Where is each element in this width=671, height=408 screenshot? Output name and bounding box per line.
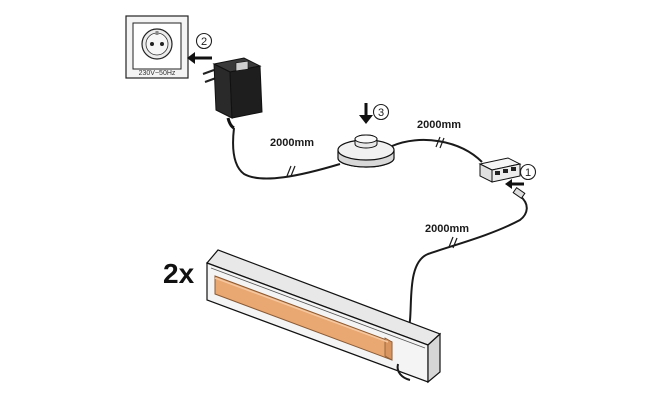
cable-break-mark	[448, 236, 458, 249]
quantity-label: 2x	[163, 258, 195, 289]
cable-adapter-to-switch	[232, 127, 341, 180]
led-profile	[205, 249, 442, 384]
cable-length-label-2: 2000mm	[417, 119, 461, 131]
distribution-connector	[478, 157, 522, 183]
wall-socket: 230V~50Hz	[125, 15, 189, 79]
cable-break-mark	[286, 165, 296, 177]
step-2-marker: 2	[187, 32, 213, 64]
step-1-number: 1	[525, 167, 531, 179]
arrow-left-icon	[505, 179, 524, 189]
arrow-down-icon	[359, 103, 373, 124]
foot-switch	[337, 134, 395, 168]
cable-break-mark	[435, 136, 445, 149]
cable-switch-to-connector	[391, 138, 483, 163]
cable-length-label-1: 2000mm	[270, 137, 314, 149]
power-adapter	[202, 57, 263, 130]
step-2-number: 2	[201, 36, 207, 48]
arrow-left-icon	[187, 52, 212, 64]
step-1-marker: 1	[505, 163, 537, 189]
step-3-marker: 3	[359, 103, 390, 124]
socket-voltage-label: 230V~50Hz	[139, 70, 176, 77]
cable-length-label-3: 2000mm	[425, 223, 469, 235]
connector-plug	[512, 186, 526, 200]
step-3-number: 3	[378, 107, 384, 119]
